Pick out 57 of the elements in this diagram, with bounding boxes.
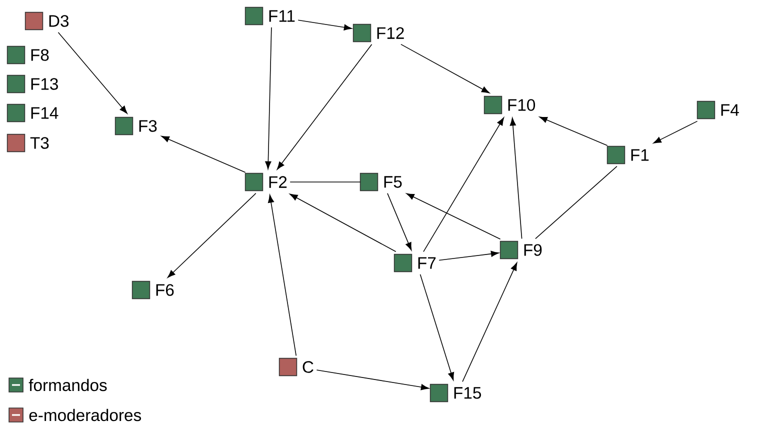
node-square: F3 <box>114 116 157 136</box>
node-label: C <box>302 361 314 373</box>
node-square: C <box>278 358 314 376</box>
node-label: F1 <box>631 149 649 161</box>
node-label: F9 <box>524 244 542 256</box>
node-label: F14 <box>31 107 58 119</box>
arrow <box>438 250 499 261</box>
arrow <box>406 193 501 240</box>
node-label: D3 <box>49 15 69 27</box>
node-square: F9 <box>500 240 542 260</box>
arrow <box>423 117 504 252</box>
node-square: F2 <box>244 172 287 192</box>
node-square: T3 <box>6 134 49 152</box>
arrow <box>298 20 352 30</box>
arrow <box>290 194 396 252</box>
node-square: F11 <box>244 6 295 26</box>
node-square: F12 <box>352 24 404 42</box>
node-label: F5 <box>384 176 402 188</box>
node-label: F12 <box>377 27 404 39</box>
arrow <box>510 118 522 240</box>
legend-label: formandos <box>28 378 107 392</box>
node-label: F3 <box>139 120 157 132</box>
node-square: F14 <box>6 104 58 122</box>
node-label: T3 <box>30 137 49 149</box>
arrow <box>316 370 429 390</box>
node-label: F8 <box>31 49 49 61</box>
node-square: F8 <box>6 46 49 64</box>
arrow <box>161 136 246 173</box>
arrow <box>653 120 698 144</box>
node-square: F4 <box>696 100 739 120</box>
node-square: F1 <box>606 146 649 164</box>
arrow <box>58 32 128 114</box>
node-label: F2 <box>269 176 287 188</box>
node-label: F7 <box>418 257 436 269</box>
legend-label: e-moderadores <box>29 408 142 422</box>
arrow <box>387 192 412 250</box>
node-square: F5 <box>360 172 402 192</box>
node-square: F6 <box>132 280 174 300</box>
node-label: F11 <box>269 10 295 22</box>
node-label: F10 <box>508 99 536 111</box>
node-square: F13 <box>6 74 58 94</box>
node-label: F4 <box>721 104 739 116</box>
node-square: D3 <box>24 12 69 30</box>
node-label: F15 <box>454 387 481 399</box>
node-label: F13 <box>31 78 58 90</box>
arrow <box>462 262 518 382</box>
arrow <box>420 274 454 380</box>
node-label: F6 <box>156 284 174 296</box>
arrow <box>265 26 272 170</box>
arrow <box>167 192 256 278</box>
arrow <box>268 194 297 356</box>
node-square: F7 <box>394 254 436 272</box>
arrow <box>400 44 490 94</box>
arrow <box>276 44 372 170</box>
node-square: F15 <box>430 384 481 402</box>
node-square: F10 <box>484 96 536 114</box>
arrow <box>539 116 608 146</box>
